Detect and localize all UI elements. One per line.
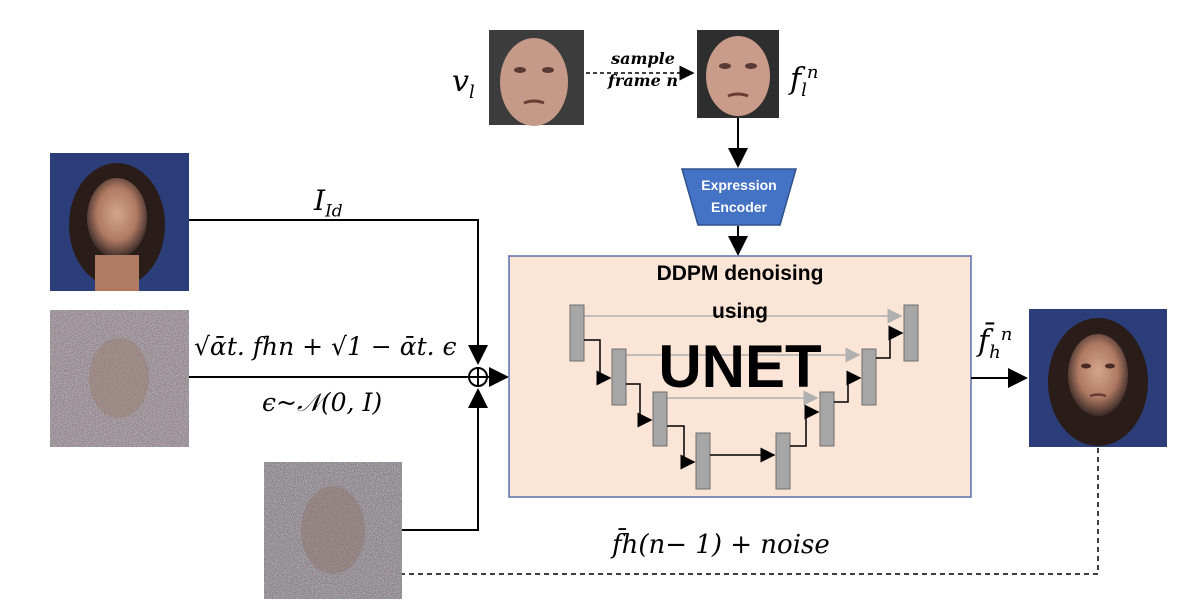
output-label: f̄hn [978,324,1013,363]
ddpm-box [508,255,972,498]
ddpm-title-using: using [712,300,768,323]
expression-encoder-shape [681,168,797,226]
noise-distribution-label: ϵ~𝒩(0, I) [262,388,383,417]
unet-skip-connections [584,308,903,406]
unet-blocks [569,304,919,490]
feedback-dashed-line [402,448,1099,575]
noisy-formula-label: √ᾱt. fhn + √1 − ᾱt. ϵ [194,332,457,361]
input-video-frame [489,30,584,126]
sampled-frame [697,30,779,118]
noise-line [402,388,488,531]
expression-encoder-label: Expression Encoder [701,177,777,215]
identity-line [189,219,488,365]
feedback-label: f̄h(n− 1) + noise [612,530,830,560]
identity-label: IId [314,184,343,222]
identity-image [50,153,189,291]
previous-frame-noise-image [264,462,402,599]
output-frame-image [1029,309,1167,447]
unet-flow [584,325,904,470]
sample-frame-label: sample frame n [608,49,678,90]
noisy-frame-image [50,310,189,447]
unet-label: UNET [658,333,822,400]
sum-node [468,367,488,387]
input-video-label: vl [452,64,475,103]
ddpm-title: DDPM denoising [656,262,824,285]
sampled-frame-label: fln [790,62,819,101]
